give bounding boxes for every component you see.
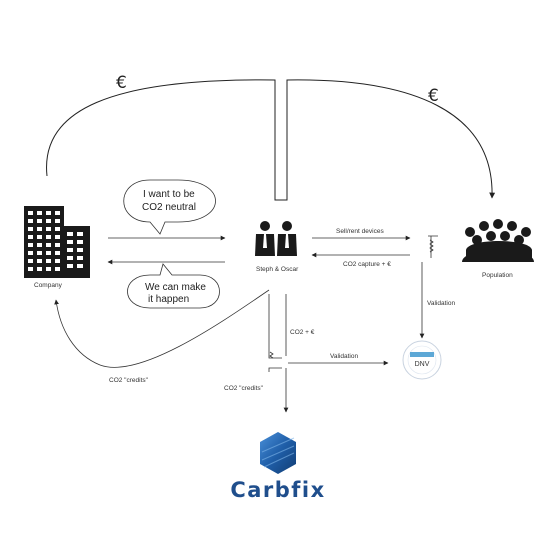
building-window <box>55 235 60 239</box>
carbfix-hexagon-logo <box>260 432 296 474</box>
building-window <box>77 256 83 260</box>
building-window <box>67 240 73 244</box>
building-window <box>77 264 83 268</box>
building-window <box>46 219 51 223</box>
carbfix-wordmark: Carbfix <box>230 478 325 502</box>
building-window <box>37 243 42 247</box>
svg-text:We can make: We can make <box>145 282 206 293</box>
building-window <box>28 227 33 231</box>
building-window <box>77 248 83 252</box>
center-label: Steph & Oscar <box>256 266 299 273</box>
building-window <box>55 211 60 215</box>
svg-text:it happen: it happen <box>148 294 189 305</box>
speech-bubble-bottom: We can make it happen <box>127 263 220 309</box>
euro-symbol-left: € <box>116 73 127 93</box>
building-window <box>67 256 73 260</box>
building-window <box>55 251 60 255</box>
building-window <box>46 243 51 247</box>
building-window <box>55 227 60 231</box>
money-flow-arc-left <box>46 79 496 201</box>
building-window <box>46 267 51 271</box>
building-window <box>37 227 42 231</box>
co2-credits-bottom-label: CO2 "credits" <box>224 385 264 392</box>
svg-text:DNV: DNV <box>415 361 430 368</box>
building-window <box>28 251 33 255</box>
building-window <box>28 243 33 247</box>
population-label: Population <box>482 272 513 279</box>
sell-rent-label: Sell/rent devices <box>336 228 384 235</box>
building-window <box>67 232 73 236</box>
arrow-credits-to-company <box>54 289 270 368</box>
connector-right-bracket <box>428 235 438 258</box>
svg-text:CO2 neutral: CO2 neutral <box>142 202 196 213</box>
co2-euro-label: CO2 + € <box>290 329 315 336</box>
building-window <box>55 267 60 271</box>
euro-symbol-right: € <box>428 86 439 106</box>
building-window <box>46 227 51 231</box>
company-label: Company <box>34 282 63 289</box>
building-window <box>37 211 42 215</box>
co2-capture-label: CO2 capture + € <box>343 261 391 268</box>
building-window <box>37 251 42 255</box>
building-window <box>28 267 33 271</box>
building-window <box>55 243 60 247</box>
validation-middle-label: Validation <box>330 353 358 360</box>
building-window <box>46 211 51 215</box>
co2-credits-left-label: CO2 "credits" <box>109 377 149 384</box>
building-window <box>28 235 33 239</box>
people-pair-icon <box>255 221 297 256</box>
building-window <box>37 259 42 263</box>
building-window <box>46 235 51 239</box>
dnv-certification-badge: DNV <box>402 340 442 380</box>
validation-right-label: Validation <box>427 300 455 307</box>
building-window <box>46 259 51 263</box>
company-building-icon <box>24 206 90 278</box>
building-window <box>67 248 73 252</box>
building-window <box>77 232 83 236</box>
svg-text:I want to be: I want to be <box>143 189 195 200</box>
building-window <box>77 240 83 244</box>
building-window <box>55 219 60 223</box>
channel-squiggle <box>269 351 274 359</box>
population-crowd-icon <box>462 219 534 262</box>
building-window <box>55 259 60 263</box>
building-window <box>67 264 73 268</box>
building-window <box>37 267 42 271</box>
building-window <box>37 235 42 239</box>
building-window <box>28 219 33 223</box>
building-window <box>37 219 42 223</box>
building-window <box>28 259 33 263</box>
speech-bubble-top: I want to be CO2 neutral <box>123 179 216 235</box>
building-window <box>28 211 33 215</box>
co2-euro-channel <box>268 294 287 359</box>
building-window <box>46 251 51 255</box>
arrow-to-carbfix <box>268 367 286 412</box>
